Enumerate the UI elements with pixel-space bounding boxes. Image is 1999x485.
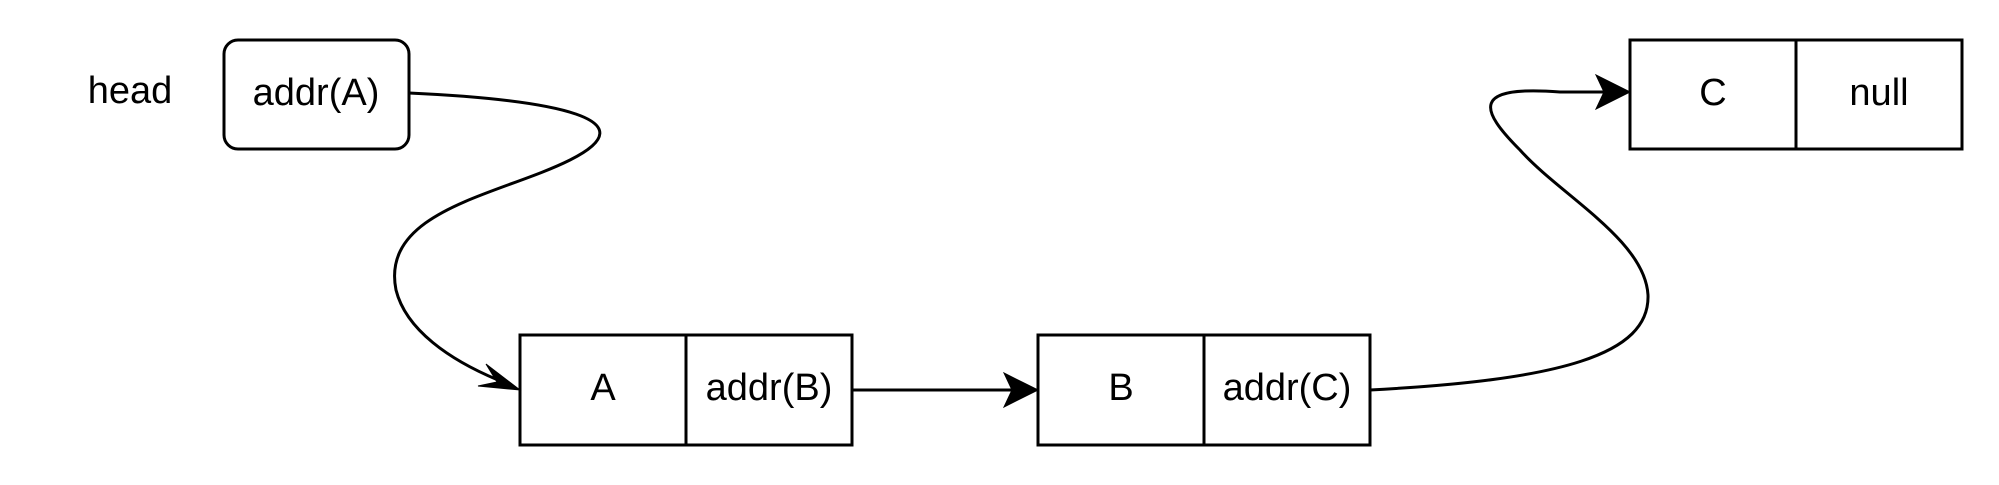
arrowhead-icon xyxy=(1002,371,1040,409)
head-label: head xyxy=(88,70,173,112)
node-a-next: addr(B) xyxy=(706,367,833,409)
edge-b-to-c xyxy=(1369,73,1650,392)
node-c-data-cell xyxy=(1628,38,1798,151)
node-b-data: B xyxy=(1108,367,1133,409)
head-pointer-value: addr(A) xyxy=(253,72,380,114)
edge-a-to-b xyxy=(852,371,1040,409)
node-b: B addr(C) xyxy=(1036,333,1372,447)
edge-head-to-a xyxy=(393,91,602,391)
node-c: C null xyxy=(1628,38,1964,151)
node-a-data-cell xyxy=(518,333,688,447)
node-c-data: C xyxy=(1699,72,1726,114)
node-a-data: A xyxy=(590,367,616,409)
edge-b-to-c-line xyxy=(1369,89,1650,392)
node-b-data-cell xyxy=(1036,333,1206,447)
arrowhead-icon xyxy=(477,363,522,391)
node-a-next-cell xyxy=(684,333,854,447)
node-c-next-cell xyxy=(1794,38,1964,151)
node-b-next: addr(C) xyxy=(1223,367,1352,409)
arrowhead-icon xyxy=(1594,73,1632,111)
node-b-next-cell xyxy=(1202,333,1372,447)
node-c-next: null xyxy=(1849,72,1908,114)
head-pointer: addr(A) xyxy=(222,38,411,151)
node-a: A addr(B) xyxy=(518,333,854,447)
edge-head-to-a-line xyxy=(393,91,602,382)
